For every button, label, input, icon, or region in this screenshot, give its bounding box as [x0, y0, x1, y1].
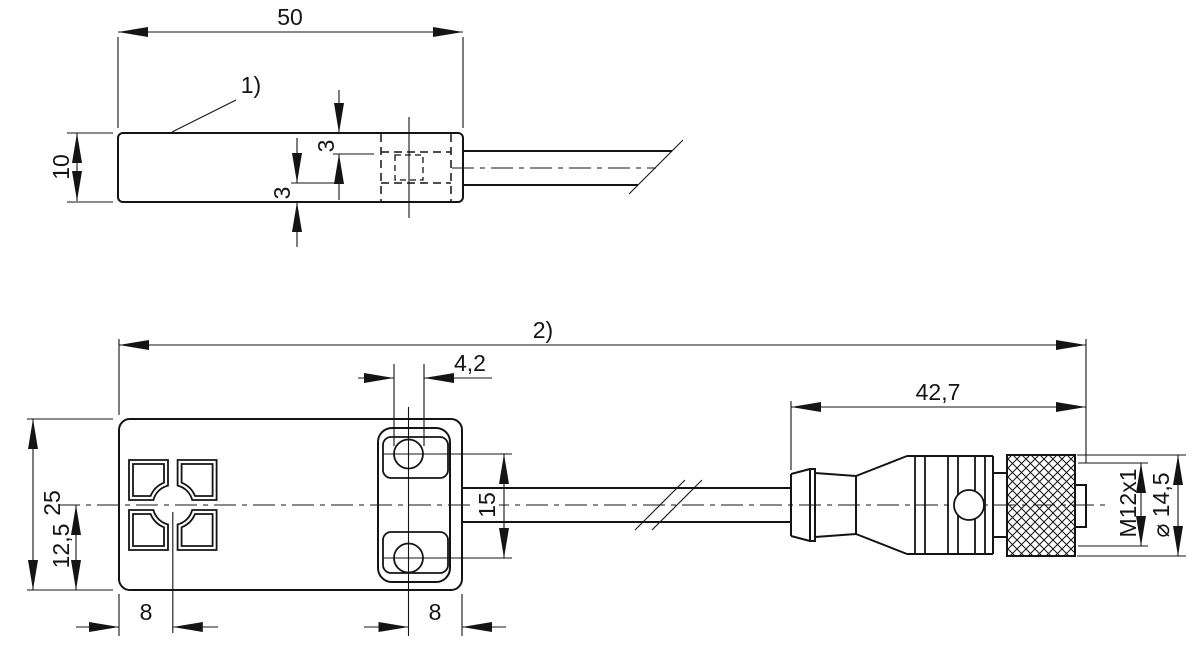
dim-height-label: 10 — [48, 154, 74, 180]
footnote-1-leader — [171, 99, 237, 133]
arrowhead — [424, 373, 454, 383]
side-cable — [452, 139, 684, 195]
dim-slot-bottom-label: 3 — [269, 187, 295, 200]
arrowhead — [118, 27, 148, 37]
footnote-2-label: 2) — [533, 317, 553, 343]
arrowhead — [71, 560, 81, 590]
arrowhead — [334, 103, 344, 133]
front-view — [58, 407, 1105, 636]
connector-neck — [993, 472, 1007, 538]
thread-stub — [1074, 484, 1087, 528]
arrowhead — [1173, 526, 1183, 556]
arrowhead — [1136, 463, 1146, 493]
dim-slot-top-3: 3 — [313, 90, 374, 200]
bracket-boss-bottom — [382, 531, 449, 574]
dim-height-10: 10 — [48, 132, 113, 203]
arrowhead — [499, 528, 509, 558]
grip-hole — [953, 489, 985, 521]
arrowhead — [28, 419, 38, 449]
arrowhead — [71, 505, 81, 535]
sensing-face-segment — [128, 509, 169, 551]
arrowhead — [72, 133, 82, 163]
footnote-1: 1) — [171, 72, 261, 133]
arrowhead — [89, 622, 119, 632]
arrowhead — [292, 153, 302, 183]
dim-overall-2: 2) — [118, 317, 1087, 463]
dim-hole-diameter: 4,2 — [358, 350, 492, 446]
bracket-boss-top — [382, 436, 449, 479]
arrowhead — [433, 27, 463, 37]
dim-thread-label: M12x1 — [1115, 468, 1141, 537]
arrowhead — [364, 373, 394, 383]
arrowhead — [462, 622, 492, 632]
arrowhead — [334, 154, 344, 184]
dim-half-width: 12,5 — [48, 505, 81, 590]
arrowhead — [499, 454, 509, 484]
side-view — [117, 117, 684, 218]
arrowhead — [28, 560, 38, 590]
front-cable — [462, 479, 791, 531]
sensing-face-segment — [176, 509, 218, 551]
arrowhead — [378, 622, 409, 632]
arrowhead — [172, 622, 203, 632]
dim-slot-top-label: 3 — [313, 140, 339, 153]
dim-half-width-label: 12,5 — [48, 524, 74, 569]
arrowhead — [1056, 340, 1086, 350]
dim-hole-spacing: 15 — [470, 454, 509, 558]
arrowhead — [1173, 455, 1183, 485]
dim-connector-length-label: 42,7 — [916, 379, 961, 405]
arrowhead — [1136, 516, 1146, 546]
sensing-face-segment — [128, 459, 169, 501]
arrowhead — [119, 340, 149, 350]
dim-length-label: 50 — [277, 4, 303, 30]
dim-body-width-label: 25 — [39, 490, 65, 516]
dim-body-width: 25 — [27, 418, 113, 591]
dim-hole-end-offset: 8 — [364, 594, 506, 636]
dim-connector-dia-label: ⌀ 14,5 — [1148, 472, 1174, 537]
side-view-dimensions: 50 10 3 3 — [48, 4, 464, 247]
cable-break-line — [651, 479, 703, 531]
side-hidden-slot — [380, 117, 452, 218]
arrowhead — [292, 202, 302, 232]
sensing-face-segment — [176, 459, 218, 501]
dim-hole-spacing-label: 15 — [474, 492, 500, 518]
dim-length-50: 50 — [117, 4, 464, 128]
dim-hole-end-offset-label: 8 — [429, 599, 442, 625]
dim-face-offset-label: 8 — [140, 599, 153, 625]
arrowhead — [791, 402, 821, 412]
footnote-1-label: 1) — [241, 72, 261, 98]
dim-connector-diameter: ⌀ 14,5 — [1077, 454, 1186, 557]
arrowhead — [1056, 402, 1086, 412]
front-view-dimensions: 2) 42,7 4,2 25 — [27, 317, 1186, 636]
dim-face-offset: 8 — [76, 594, 218, 636]
dim-slot-bottom-3: 3 — [269, 138, 339, 247]
arrowhead — [72, 171, 82, 201]
dim-connector-length: 42,7 — [790, 379, 1086, 470]
cable-break-line — [628, 139, 684, 195]
dim-hole-dia-label: 4,2 — [454, 350, 486, 376]
dim-thread: M12x1 — [1078, 462, 1148, 547]
